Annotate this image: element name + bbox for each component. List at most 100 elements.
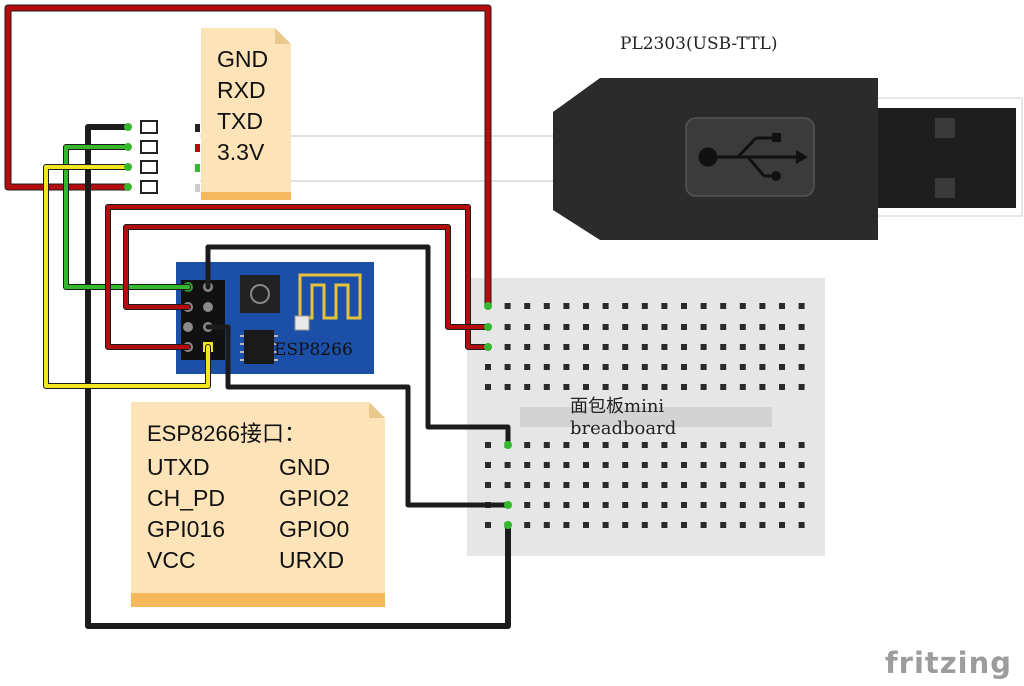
breadboard-hole: [563, 364, 570, 370]
usb-plug-hole-top: [935, 118, 955, 138]
breadboard-hole: [602, 462, 609, 468]
breadboard-hole: [602, 303, 609, 309]
breadboard-hole: [641, 324, 648, 330]
breadboard-hole: [739, 384, 746, 390]
breadboard-hole: [739, 344, 746, 350]
breadboard-hole: [485, 522, 491, 528]
breadboard-hole: [700, 364, 707, 370]
breadboard-hole: [681, 522, 687, 528]
breadboard-hole: [524, 502, 531, 508]
breadboard-hole: [779, 384, 785, 390]
breadboard-hole: [641, 384, 648, 390]
wire-end-markers: [124, 123, 512, 529]
breadboard-hole: [524, 522, 531, 528]
breadboard-hole: [681, 384, 687, 390]
breadboard-hole: [798, 324, 805, 330]
breadboard-hole: [622, 303, 629, 309]
breadboard-hole: [524, 384, 531, 390]
breadboard-hole: [779, 522, 785, 528]
breadboard-hole: [641, 364, 648, 370]
breadboard-hole: [798, 502, 805, 508]
breadboard-hole: [543, 502, 550, 508]
wire-ch-pd: [124, 225, 490, 329]
breadboard-hole: [641, 522, 648, 528]
breadboard-hole: [700, 482, 707, 488]
esp-flash-chip: [244, 330, 274, 364]
breadboard-hole: [602, 324, 609, 330]
esp-flash-pins: [240, 335, 278, 361]
breadboard-label: 面包板mini breadboard: [570, 396, 676, 440]
note-fold: [369, 402, 385, 418]
wire-esp-vcc: [106, 205, 490, 349]
breadboard-hole: [504, 462, 511, 468]
breadboard-hole: [720, 482, 727, 488]
breadboard-hole: [563, 384, 570, 390]
note-fold: [275, 28, 291, 44]
breadboard-hole: [779, 324, 785, 330]
breadboard-hole: [779, 502, 785, 508]
breadboard-hole: [720, 462, 727, 468]
wire-esp-gnd: [205, 244, 511, 448]
breadboard-hole: [720, 303, 727, 309]
breadboard-hole: [583, 344, 589, 350]
esp-led: [294, 315, 310, 331]
wires: [4, 4, 511, 629]
breadboard-hole: [563, 324, 570, 330]
breadboard-hole: [543, 384, 550, 390]
breadboard-hole: [681, 502, 687, 508]
breadboard-hole: [759, 522, 766, 528]
breadboard-hole: [779, 442, 785, 448]
breadboard-hole: [622, 522, 629, 528]
breadboard-hole: [661, 303, 668, 309]
breadboard-hole: [563, 502, 570, 508]
breadboard-hole: [681, 344, 687, 350]
breadboard-hole: [641, 442, 648, 448]
breadboard-hole: [622, 442, 629, 448]
espressif-logo-icon: [250, 284, 270, 304]
breadboard-hole: [661, 344, 668, 350]
usb-pin-gnd: GND: [217, 46, 269, 72]
breadboard-hole: [583, 502, 589, 508]
breadboard-hole: [543, 462, 550, 468]
breadboard-hole: [485, 462, 491, 468]
breadboard-hole: [543, 522, 550, 528]
breadboard-hole: [739, 502, 746, 508]
breadboard-hole: [700, 384, 707, 390]
wire-tx: [44, 165, 210, 388]
esp-pin-ch-pd: CH_PD: [147, 485, 225, 511]
breadboard-hole: [622, 502, 629, 508]
usb-pin-list: GND RXD TXD 3.3V: [217, 44, 268, 168]
breadboard-hole: [524, 442, 531, 448]
breadboard-hole: [583, 384, 589, 390]
usb-header-connector: [140, 120, 200, 194]
breadboard-hole: [485, 482, 491, 488]
breadboard-hole: [543, 442, 550, 448]
breadboard-hole: [602, 344, 609, 350]
breadboard-hole: [661, 502, 668, 508]
breadboard-hole: [524, 303, 531, 309]
breadboard-hole: [739, 442, 746, 448]
breadboard-hole: [798, 344, 805, 350]
usb-pin-3v3: 3.3V: [217, 139, 265, 165]
breadboard-hole: [563, 442, 570, 448]
breadboard-hole: [661, 522, 668, 528]
esp-pin-utxd: UTXD: [147, 454, 210, 480]
breadboard-hole: [641, 482, 648, 488]
breadboard-hole: [759, 384, 766, 390]
breadboard-hole: [739, 303, 746, 309]
fritzing-logo: fritzing: [885, 646, 1012, 680]
breadboard-hole: [779, 482, 785, 488]
breadboard-hole: [779, 303, 785, 309]
usb-symbol-icon: [698, 133, 808, 181]
breadboard-hole: [602, 442, 609, 448]
esp-pin-urxd: URXD: [279, 547, 345, 573]
breadboard-hole: [622, 482, 629, 488]
breadboard-hole: [779, 364, 785, 370]
breadboard-hole: [798, 364, 805, 370]
usb-pin-rxd: RXD: [217, 77, 266, 103]
breadboard-hole: [759, 364, 766, 370]
breadboard-hole: [700, 344, 707, 350]
breadboard-hole: [641, 502, 648, 508]
breadboard-hole: [798, 442, 805, 448]
breadboard-hole: [641, 462, 648, 468]
